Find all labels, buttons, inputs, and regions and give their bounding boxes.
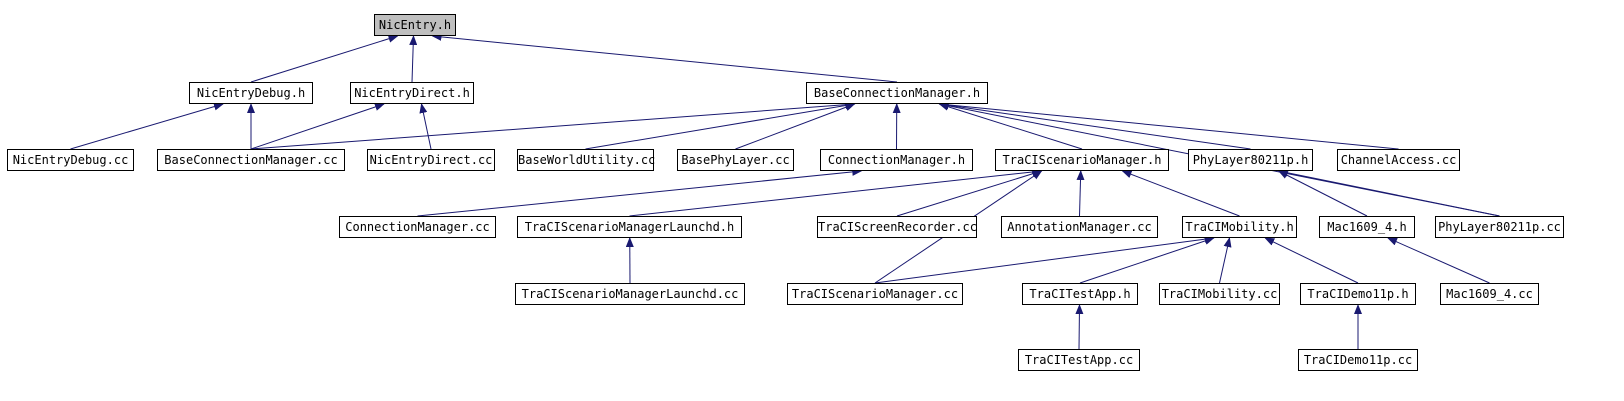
edge-baseconnectionmanager_cc-to-nicentrydirect_h xyxy=(250,103,385,150)
edge-nicentrydebug_h-to-nicentry_h xyxy=(250,34,399,83)
node-nicentrydirect-h[interactable]: NicEntryDirect.h xyxy=(350,82,474,104)
edge-mac1609_4_cc-to-mac1609_4_h xyxy=(1387,237,1490,284)
edge-traciscreenrecorder_cc-to-tracisscenariomanager_h xyxy=(896,169,1043,217)
edge-nicentrydirect_cc-to-nicentrydirect_h xyxy=(419,103,432,150)
node-baseconnectionmanager-h[interactable]: BaseConnectionManager.h xyxy=(806,82,988,104)
node-connectionmanager-h[interactable]: ConnectionManager.h xyxy=(820,149,973,171)
node-traciscenariomanagerlaunchd-cc[interactable]: TraCIScenarioManagerLaunchd.cc xyxy=(515,283,745,305)
edge-tracidemo11p_h-to-tracimobility_h xyxy=(1264,237,1359,284)
edge-baseworldutility_cc-to-baseconnectionmanager_h xyxy=(585,101,856,150)
node-annotationmanager-cc[interactable]: AnnotationManager.cc xyxy=(1001,216,1158,238)
edge-basephylayer_cc-to-baseconnectionmanager_h xyxy=(735,103,856,150)
node-nicentrydirect-cc[interactable]: NicEntryDirect.cc xyxy=(367,149,495,171)
node-traciscenariomanagerlaunchd-h[interactable]: TraCIScenarioManagerLaunchd.h xyxy=(517,216,742,238)
node-mac1609-4-h[interactable]: Mac1609_4.h xyxy=(1319,216,1415,238)
edge-channelaccess_cc-to-baseconnectionmanager_h xyxy=(938,100,1399,150)
edge-tracisscenariomanagerlaunchd_h-to-tracisscenariomanager_h xyxy=(629,168,1043,217)
node-nicentry-h[interactable]: NicEntry.h xyxy=(374,14,456,36)
edge-tracitestapp_cc-to-tracitestapp_h xyxy=(1075,304,1084,350)
edge-annotationmanager_cc-to-tracisscenariomanager_h xyxy=(1076,170,1085,217)
node-tracimobility-h[interactable]: TraCIMobility.h xyxy=(1182,216,1297,238)
node-phylayer80211p-cc[interactable]: PhyLayer80211p.cc xyxy=(1435,216,1564,238)
edge-nicentrydebug_cc-to-nicentrydebug_h xyxy=(70,102,224,150)
node-tracidemo11p-cc[interactable]: TraCIDemo11p.cc xyxy=(1298,349,1418,371)
edge-tracimobility_cc-to-tracimobility_h xyxy=(1219,237,1232,284)
edge-phylayer80211p_cc-to-phylayer80211p_h xyxy=(1277,168,1500,217)
edge-tracitestapp_h-to-tracimobility_h xyxy=(1079,237,1215,284)
node-tracitestapp-h[interactable]: TraCITestApp.h xyxy=(1022,283,1138,305)
edge-baseconnectionmanager_cc-to-baseconnectionmanager_h xyxy=(250,100,856,150)
node-tracitestapp-cc[interactable]: TraCITestApp.cc xyxy=(1018,349,1140,371)
node-traciscenariomanager-h[interactable]: TraCIScenarioManager.h xyxy=(995,149,1169,171)
edge-baseconnectionmanager_h-to-nicentry_h xyxy=(431,32,898,83)
node-channelaccess-cc[interactable]: ChannelAccess.cc xyxy=(1337,149,1460,171)
edge-phylayer80211p_h-to-baseconnectionmanager_h xyxy=(938,101,1251,150)
node-nicentrydebug-h[interactable]: NicEntryDebug.h xyxy=(189,82,313,104)
node-mac1609-4-cc[interactable]: Mac1609_4.cc xyxy=(1440,283,1539,305)
node-traciscreenrecorder-cc[interactable]: TraCIScreenRecorder.cc xyxy=(817,216,977,238)
edge-tracimobility_h-to-tracisscenariomanager_h xyxy=(1121,170,1240,217)
edge-tracisscenariomanager_cc-to-tracimobility_h xyxy=(874,235,1215,284)
node-basephylayer-cc[interactable]: BasePhyLayer.cc xyxy=(677,149,794,171)
node-baseconnectionmanager-cc[interactable]: BaseConnectionManager.cc xyxy=(157,149,345,171)
node-traciscenariomanager-cc[interactable]: TraCIScenarioManager.cc xyxy=(787,283,963,305)
edge-mac1609_4_h-to-phylayer80211p_h xyxy=(1277,170,1368,217)
node-phylayer80211p-h[interactable]: PhyLayer80211p.h xyxy=(1188,149,1313,171)
node-tracimobility-cc[interactable]: TraCIMobility.cc xyxy=(1159,283,1280,305)
node-connectionmanager-cc[interactable]: ConnectionManager.cc xyxy=(339,216,496,238)
node-nicentrydebug-cc[interactable]: NicEntryDebug.cc xyxy=(7,149,134,171)
node-tracidemo11p-h[interactable]: TraCIDemo11p.h xyxy=(1300,283,1416,305)
edge-nicentrydirect_h-to-nicentry_h xyxy=(409,35,418,83)
edge-tracisscenariomanager_h-to-baseconnectionmanager_h xyxy=(938,102,1083,150)
node-baseworldutility-cc[interactable]: BaseWorldUtility.cc xyxy=(517,149,655,171)
edge-connectionmanager_cc-to-connectionmanager_h xyxy=(417,167,863,217)
